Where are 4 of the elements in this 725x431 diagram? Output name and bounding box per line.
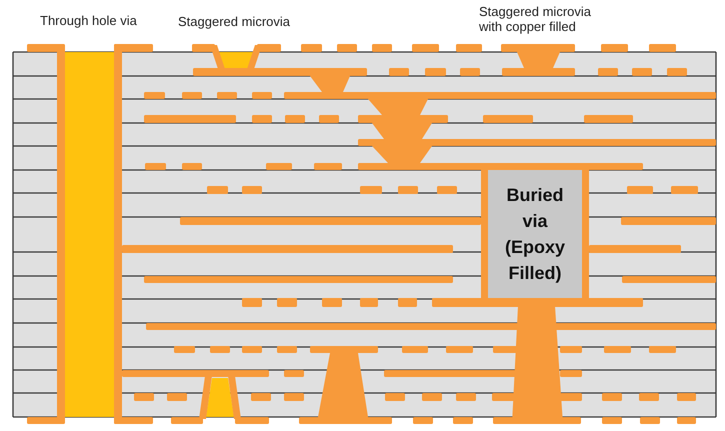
via-type-label: Staggered microvia with copper filled [479,4,592,34]
via-label: Buried via (Epoxy Filled) [504,184,566,285]
via-type-label: Staggered microvia [178,14,290,29]
via-type-label: Through hole via [40,13,137,28]
